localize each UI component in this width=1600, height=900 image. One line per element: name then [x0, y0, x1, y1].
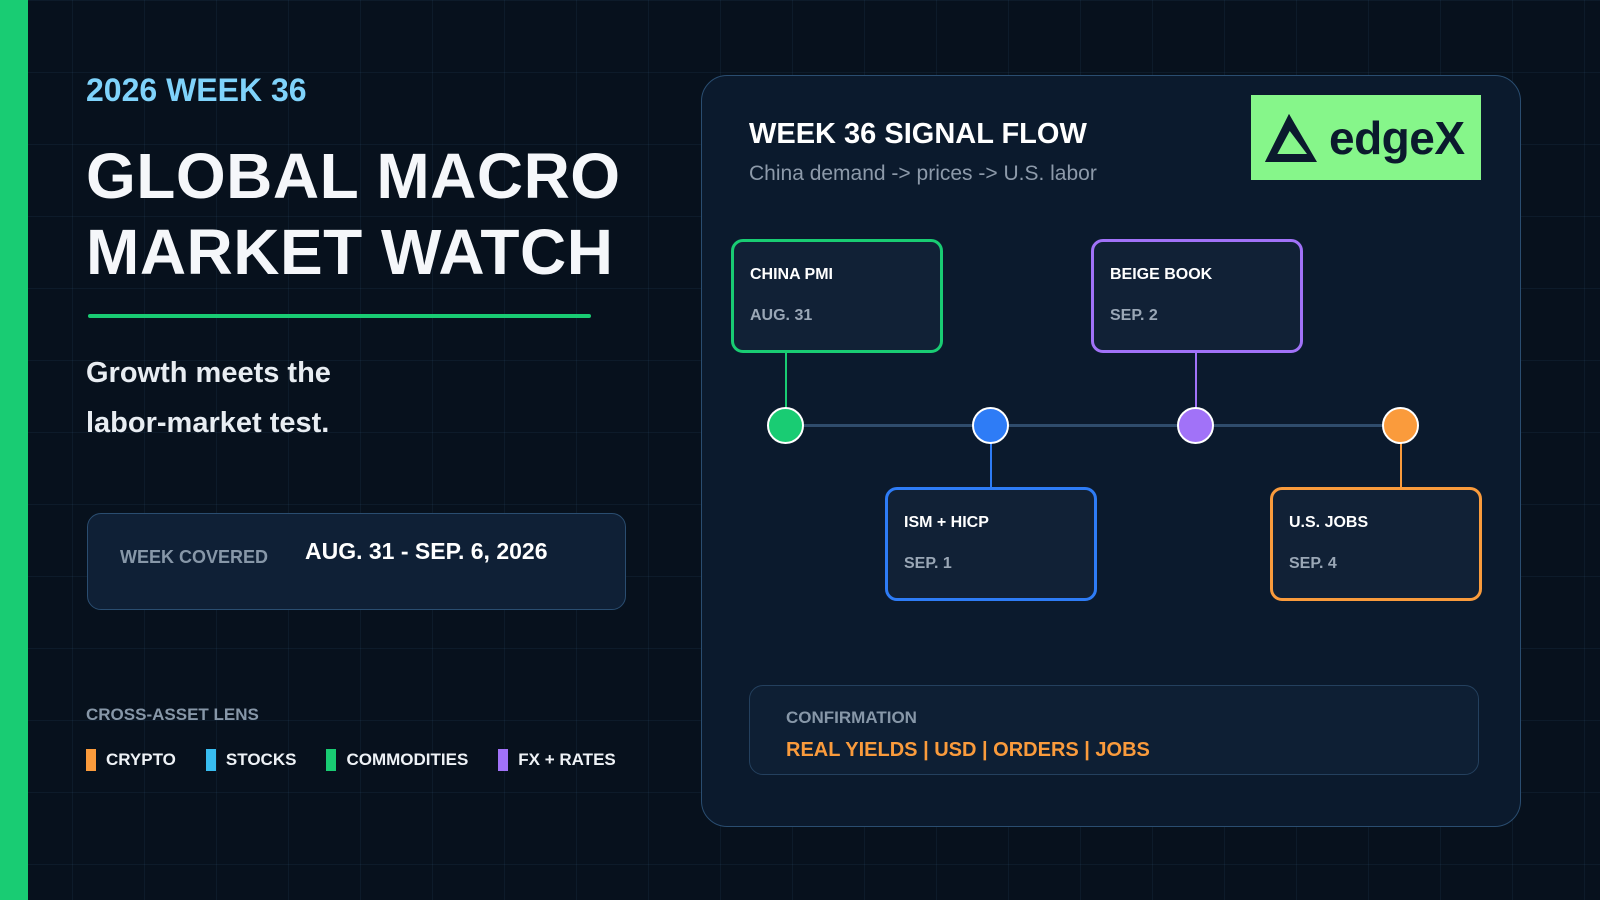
lens-swatch-commodities: [326, 749, 337, 771]
event-card-china-pmi: CHINA PMI AUG. 31: [731, 239, 943, 353]
lens-swatch-fx-rates: [498, 749, 509, 771]
title-line-1: GLOBAL MACRO: [86, 140, 621, 212]
lens-label-fx-rates: FX + RATES: [518, 750, 616, 769]
connector-us-jobs: [1400, 441, 1402, 487]
week-eyebrow: 2026 WEEK 36: [86, 72, 307, 108]
subtitle-line-2: labor-market test.: [86, 407, 330, 439]
signal-flow-panel: WEEK 36 SIGNAL FLOW China demand -> pric…: [701, 75, 1521, 827]
event-date: AUG. 31: [750, 307, 813, 324]
week-covered-label: WEEK COVERED: [120, 547, 269, 567]
event-name: BEIGE BOOK: [1110, 266, 1213, 283]
event-date: SEP. 4: [1289, 555, 1337, 572]
event-name: ISM + HICP: [904, 514, 989, 531]
timeline-node-us-jobs: [1382, 407, 1419, 444]
cross-asset-lens-title: CROSS-ASSET LENS: [86, 705, 259, 724]
edgex-logo-text: edgeX: [1329, 111, 1465, 164]
signal-flow-subtitle: China demand -> prices -> U.S. labor: [749, 162, 1097, 185]
timeline-node-beige-book: [1177, 407, 1214, 444]
event-card-ism-hicp: ISM + HICP SEP. 1: [885, 487, 1097, 601]
subtitle-line-1: Growth meets the: [86, 357, 331, 389]
event-card-beige-book: BEIGE BOOK SEP. 2: [1091, 239, 1303, 353]
edgex-logo-icon: [1265, 113, 1317, 162]
title-line-2: MARKET WATCH: [86, 216, 614, 288]
lens-label-commodities: COMMODITIES: [346, 750, 469, 769]
event-date: SEP. 2: [1110, 307, 1158, 324]
cross-asset-legend: CRYPTO STOCKS COMMODITIES FX + RATES: [86, 749, 646, 771]
edgex-logo: edgeX: [1251, 95, 1481, 180]
confirmation-label: CONFIRMATION: [786, 708, 917, 727]
confirmation-card: CONFIRMATION REAL YIELDS | USD | ORDERS …: [749, 685, 1479, 775]
week-covered-card: WEEK COVERED AUG. 31 - SEP. 6, 2026: [87, 513, 626, 610]
timeline-node-china-pmi: [767, 407, 804, 444]
week-covered-value: AUG. 31 - SEP. 6, 2026: [305, 538, 548, 564]
lens-item-commodities: COMMODITIES: [326, 749, 468, 771]
left-accent-bar: [0, 0, 28, 900]
title-underline: [88, 314, 591, 318]
timeline-node-ism-hicp: [972, 407, 1009, 444]
event-name: CHINA PMI: [750, 266, 833, 283]
page-title: GLOBAL MACRO MARKET WATCH: [86, 138, 621, 290]
event-name: U.S. JOBS: [1289, 514, 1369, 531]
subtitle: Growth meets the labor-market test.: [86, 348, 331, 448]
connector-china-pmi: [785, 347, 787, 409]
lens-swatch-crypto: [86, 749, 96, 771]
lens-label-stocks: STOCKS: [225, 750, 297, 769]
lens-item-stocks: STOCKS: [205, 749, 297, 771]
connector-ism-hicp: [990, 441, 992, 487]
lens-swatch-stocks: [205, 749, 216, 771]
timeline-line: [786, 424, 1399, 427]
lens-label-crypto: CRYPTO: [106, 750, 176, 769]
confirmation-value: REAL YIELDS | USD | ORDERS | JOBS: [786, 739, 1150, 761]
event-card-us-jobs: U.S. JOBS SEP. 4: [1270, 487, 1482, 601]
event-date: SEP. 1: [904, 555, 952, 572]
lens-item-fx-rates: FX + RATES: [498, 749, 616, 771]
lens-item-crypto: CRYPTO: [86, 749, 176, 771]
connector-beige-book: [1195, 347, 1197, 409]
signal-flow-title: WEEK 36 SIGNAL FLOW: [749, 118, 1087, 150]
